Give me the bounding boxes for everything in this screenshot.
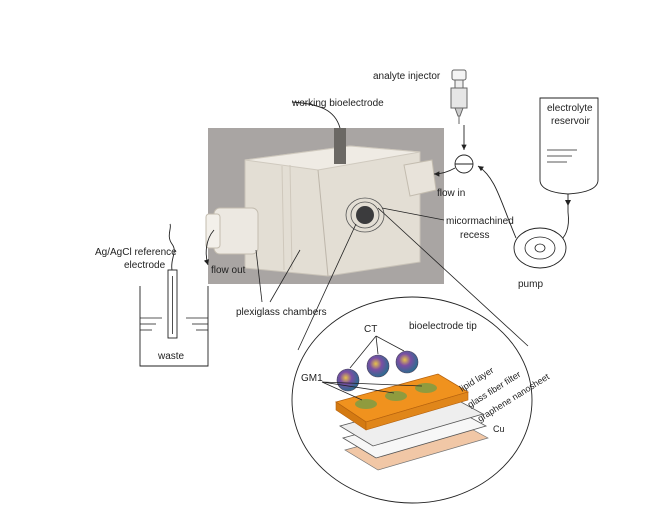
flow-cell-photo: [205, 128, 444, 284]
label-pump: pump: [518, 279, 543, 290]
label-flow-in: flow in: [437, 188, 465, 199]
syringe-icon: [450, 69, 468, 124]
label-reservoir: reservoir: [551, 116, 591, 127]
label-flow-out: flow out: [211, 265, 246, 276]
label-micromachined: micormachined: [446, 216, 514, 227]
label-gm1: GM1: [301, 373, 323, 384]
label-analyte-injector: analyte injector: [373, 71, 441, 82]
label-electrode: electrode: [124, 260, 166, 271]
label-working-bioelectrode: working bioelectrode: [291, 98, 384, 109]
label-bioelectrode-tip: bioelectrode tip: [409, 321, 477, 332]
label-recess: recess: [460, 230, 489, 241]
electrolyte-reservoir: [539, 97, 599, 212]
label-waste: waste: [157, 351, 185, 362]
label-ct: CT: [364, 324, 377, 335]
waste-beaker: [139, 269, 209, 367]
label-reference-electrode: Ag/AgCl reference: [95, 247, 177, 258]
label-plexiglass-chambers: plexiglass chambers: [236, 307, 327, 318]
pump-icon: [513, 227, 567, 269]
label-electrolyte: electrolyte: [547, 103, 593, 114]
label-cu: Cu: [493, 424, 505, 434]
bioelectrode-tip-inset: [291, 296, 533, 504]
